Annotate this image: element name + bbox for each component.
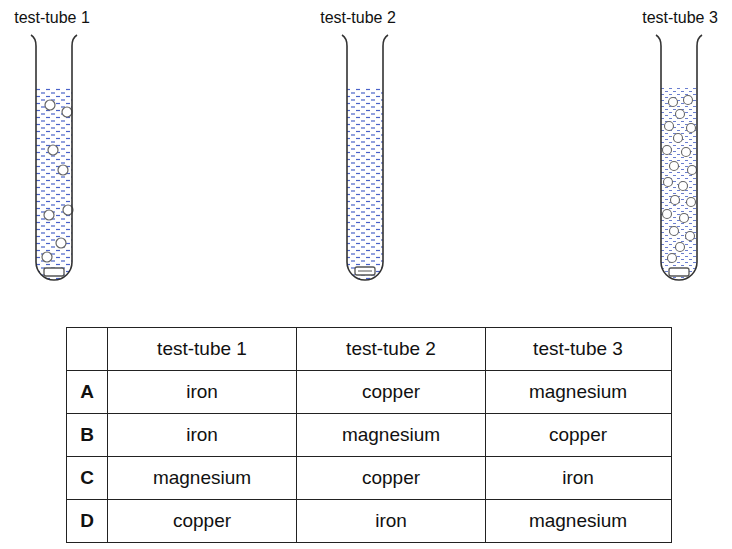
tube-label: test-tube 3 bbox=[642, 9, 718, 27]
table-cell: copper bbox=[362, 467, 420, 489]
table-header: test-tube 2 bbox=[346, 338, 436, 360]
table-cell: magnesium bbox=[529, 381, 627, 403]
test-tube-1 bbox=[30, 35, 80, 288]
table-cell: iron bbox=[562, 467, 594, 489]
table-cell: copper bbox=[549, 424, 607, 446]
table-cell: iron bbox=[375, 510, 407, 532]
table-header: test-tube 3 bbox=[533, 338, 623, 360]
test-tube-2 bbox=[340, 35, 390, 288]
option-letter: A bbox=[80, 381, 94, 403]
option-letter: D bbox=[80, 510, 94, 532]
table-cell: iron bbox=[186, 424, 218, 446]
table-cell: magnesium bbox=[153, 467, 251, 489]
option-letter: B bbox=[80, 424, 94, 446]
answer-table bbox=[66, 327, 672, 543]
test-tube-3 bbox=[655, 35, 705, 288]
table-cell: magnesium bbox=[529, 510, 627, 532]
table-cell: copper bbox=[173, 510, 231, 532]
table-header: test-tube 1 bbox=[157, 338, 247, 360]
table-cell: iron bbox=[186, 381, 218, 403]
table-cell: copper bbox=[362, 381, 420, 403]
option-letter: C bbox=[80, 467, 94, 489]
table-cell: magnesium bbox=[342, 424, 440, 446]
tube-label: test-tube 2 bbox=[320, 9, 396, 27]
tube-label: test-tube 1 bbox=[14, 9, 90, 27]
